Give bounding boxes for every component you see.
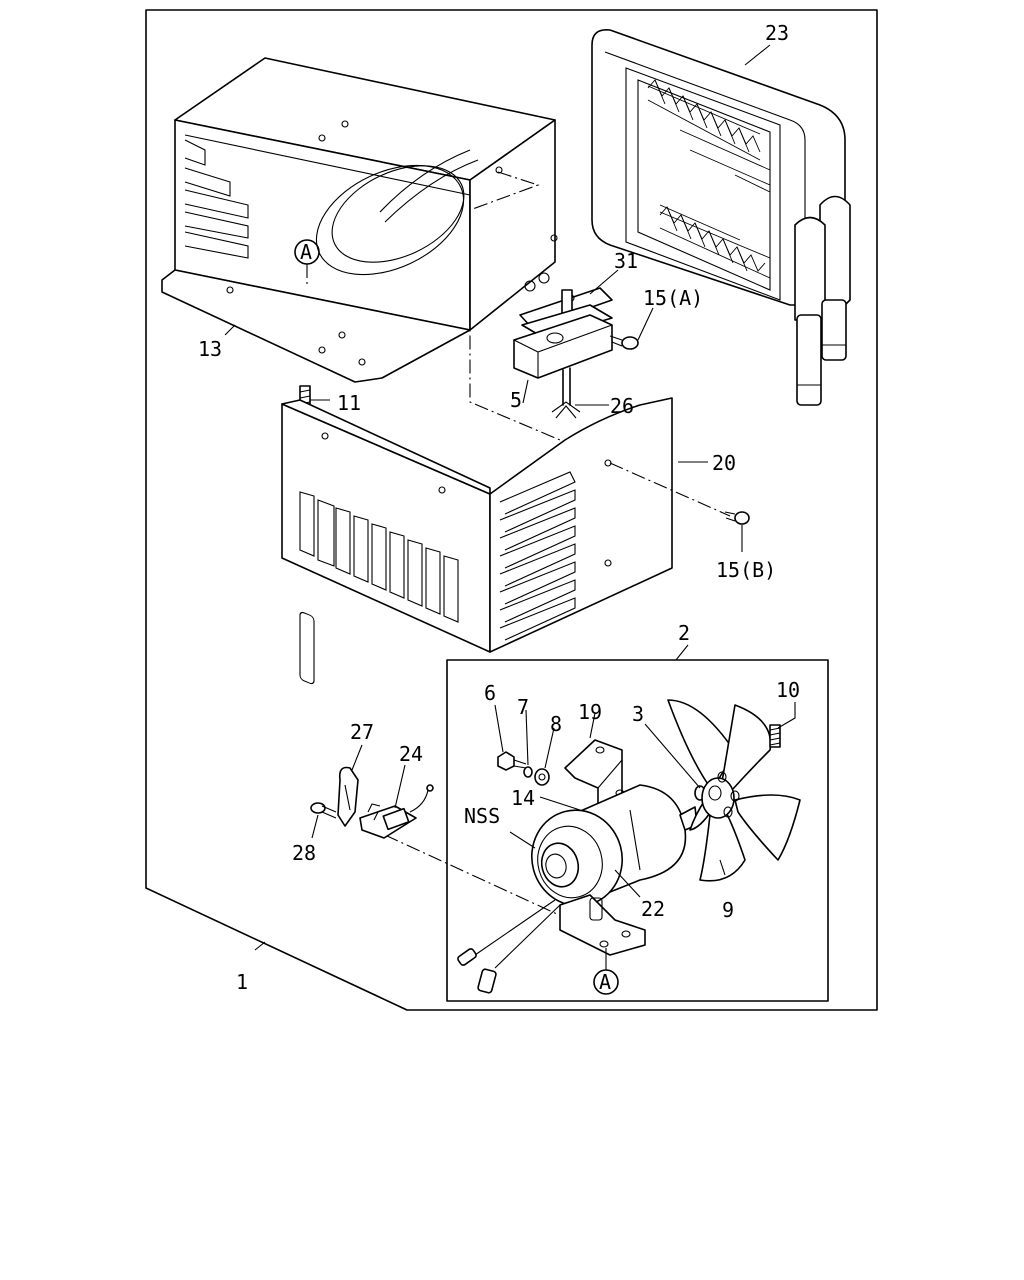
clip-27 [337,766,359,827]
reference-a-bottom-label: A [599,970,611,994]
leader-lines [224,44,796,951]
switch-block-5 [513,314,613,379]
screw-10 [769,724,781,748]
label-9: 9 [722,898,734,922]
washer-7 [523,766,533,778]
label-20: 20 [712,451,736,475]
label-14: 14 [511,786,535,810]
label-1: 1 [236,970,248,994]
fan-motor-subassembly-frame-2 [446,659,829,1002]
label-28: 28 [292,841,316,865]
fan-blade-9 [667,699,801,882]
reference-a-top-label: A [300,240,312,264]
reference-a-bottom-marker [593,969,619,995]
upper-case-13 [161,57,558,383]
screw-28 [310,802,337,819]
label-15b: 15(B) [716,558,776,582]
label-5: 5 [510,388,522,412]
label-nss: NSS [464,804,500,828]
label-2: 2 [678,621,690,645]
assembly-frame-1 [145,9,878,1011]
label-24: 24 [399,742,423,766]
label-3: 3 [632,702,644,726]
bolt-6 [497,751,527,771]
label-22: 22 [641,897,665,921]
resistor-24 [359,784,434,839]
label-6: 6 [484,681,496,705]
label-8: 8 [550,712,562,736]
label-11: 11 [337,391,361,415]
label-13: 13 [198,337,222,361]
label-27: 27 [350,720,374,744]
label-26: 26 [610,394,634,418]
label-19: 19 [578,700,602,724]
label-15a: 15(A) [643,286,703,310]
washer-8 [534,768,550,786]
screw-15a [609,335,639,350]
heater-core-23 [591,28,851,406]
label-31: 31 [614,249,638,273]
lower-cover-20 [281,397,673,685]
assembly-centerlines [384,171,731,921]
screw-15b [724,511,750,525]
label-10: 10 [776,678,800,702]
switch-stem-26 [551,367,581,419]
label-7: 7 [517,695,529,719]
label-23: 23 [765,21,789,45]
